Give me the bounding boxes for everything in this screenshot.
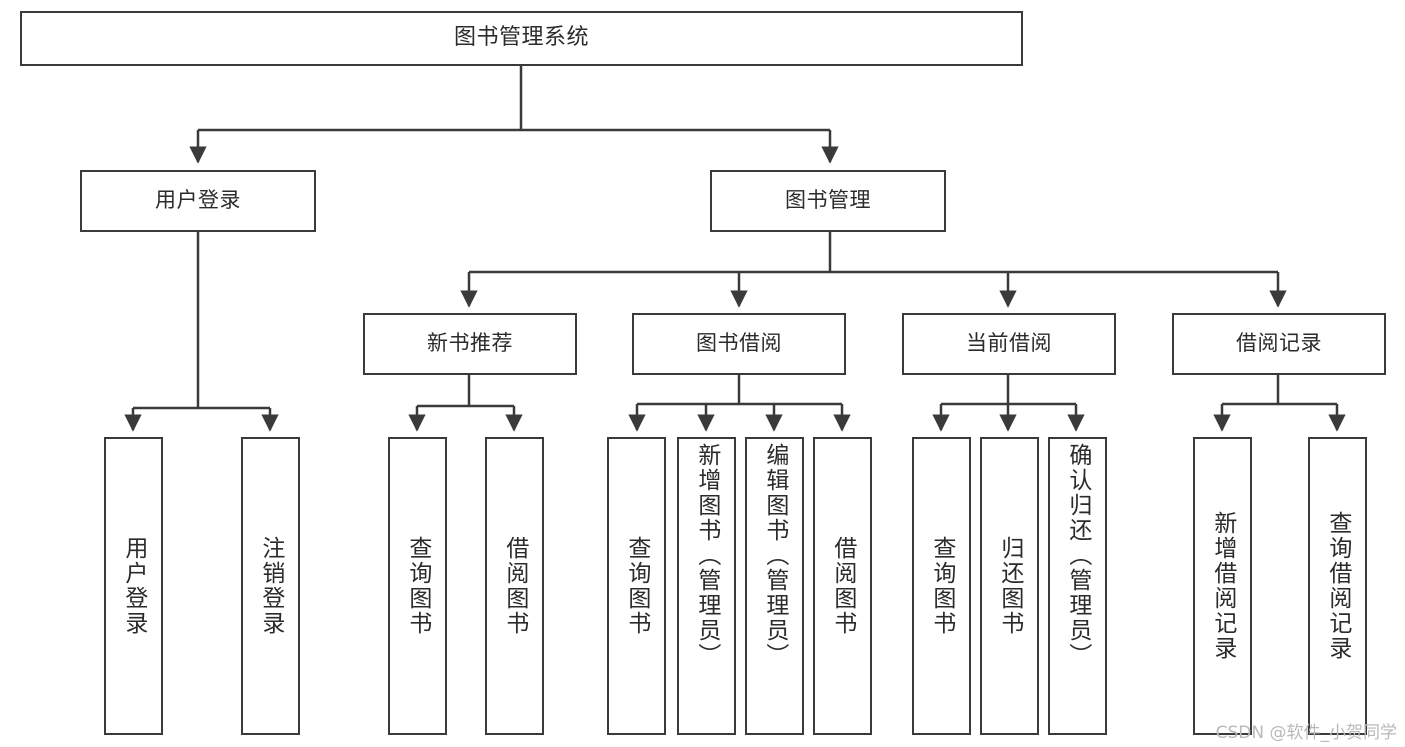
node-current-borrow[interactable]: 当前借阅 — [902, 313, 1116, 375]
leaf-borrow-book[interactable]: 借阅图书 — [813, 437, 872, 735]
node-label: 新增图书（管理员） — [693, 443, 720, 668]
node-book-borrow[interactable]: 图书借阅 — [632, 313, 846, 375]
node-label: 注销登录 — [257, 536, 284, 636]
node-label: 查询借阅记录 — [1324, 511, 1351, 661]
leaf-query-borrow-record[interactable]: 查询借阅记录 — [1308, 437, 1367, 735]
leaf-edit-book-admin[interactable]: 编辑图书（管理员） — [745, 437, 804, 735]
node-label: 归还图书 — [996, 536, 1023, 636]
leaf-confirm-return-admin[interactable]: 确认归还（管理员） — [1048, 437, 1107, 735]
leaf-borrow-book-recommend[interactable]: 借阅图书 — [485, 437, 544, 735]
node-label: 图书借阅 — [696, 331, 782, 356]
node-label: 确认归还（管理员） — [1064, 443, 1091, 668]
node-label: 查询图书 — [404, 536, 431, 636]
leaf-logout[interactable]: 注销登录 — [241, 437, 300, 735]
leaf-return-book[interactable]: 归还图书 — [980, 437, 1039, 735]
node-label: 新增借阅记录 — [1209, 511, 1236, 661]
node-label: 图书管理系统 — [453, 25, 589, 51]
node-user-login[interactable]: 用户登录 — [80, 170, 316, 232]
leaf-query-book-current[interactable]: 查询图书 — [912, 437, 971, 735]
node-label: 借阅图书 — [501, 536, 528, 636]
node-label: 用户登录 — [155, 188, 241, 213]
node-borrow-record[interactable]: 借阅记录 — [1172, 313, 1386, 375]
node-book-management[interactable]: 图书管理 — [710, 170, 946, 232]
node-label: 编辑图书（管理员） — [761, 443, 788, 668]
node-label: 借阅记录 — [1236, 331, 1322, 356]
leaf-add-borrow-record[interactable]: 新增借阅记录 — [1193, 437, 1252, 735]
node-new-book-recommend[interactable]: 新书推荐 — [363, 313, 577, 375]
leaf-user-login[interactable]: 用户登录 — [104, 437, 163, 735]
leaf-query-book-recommend[interactable]: 查询图书 — [388, 437, 447, 735]
node-label: 借阅图书 — [829, 536, 856, 636]
node-label: 新书推荐 — [427, 331, 513, 356]
node-label: 查询图书 — [928, 536, 955, 636]
node-root-book-management-system[interactable]: 图书管理系统 — [20, 11, 1023, 66]
node-label: 用户登录 — [120, 536, 147, 636]
watermark: CSDN @软件_小贺同学 — [1215, 723, 1397, 743]
leaf-add-book-admin[interactable]: 新增图书（管理员） — [677, 437, 736, 735]
node-label: 当前借阅 — [966, 331, 1052, 356]
node-label: 查询图书 — [623, 536, 650, 636]
leaf-query-book-borrow[interactable]: 查询图书 — [607, 437, 666, 735]
node-label: 图书管理 — [785, 188, 871, 213]
